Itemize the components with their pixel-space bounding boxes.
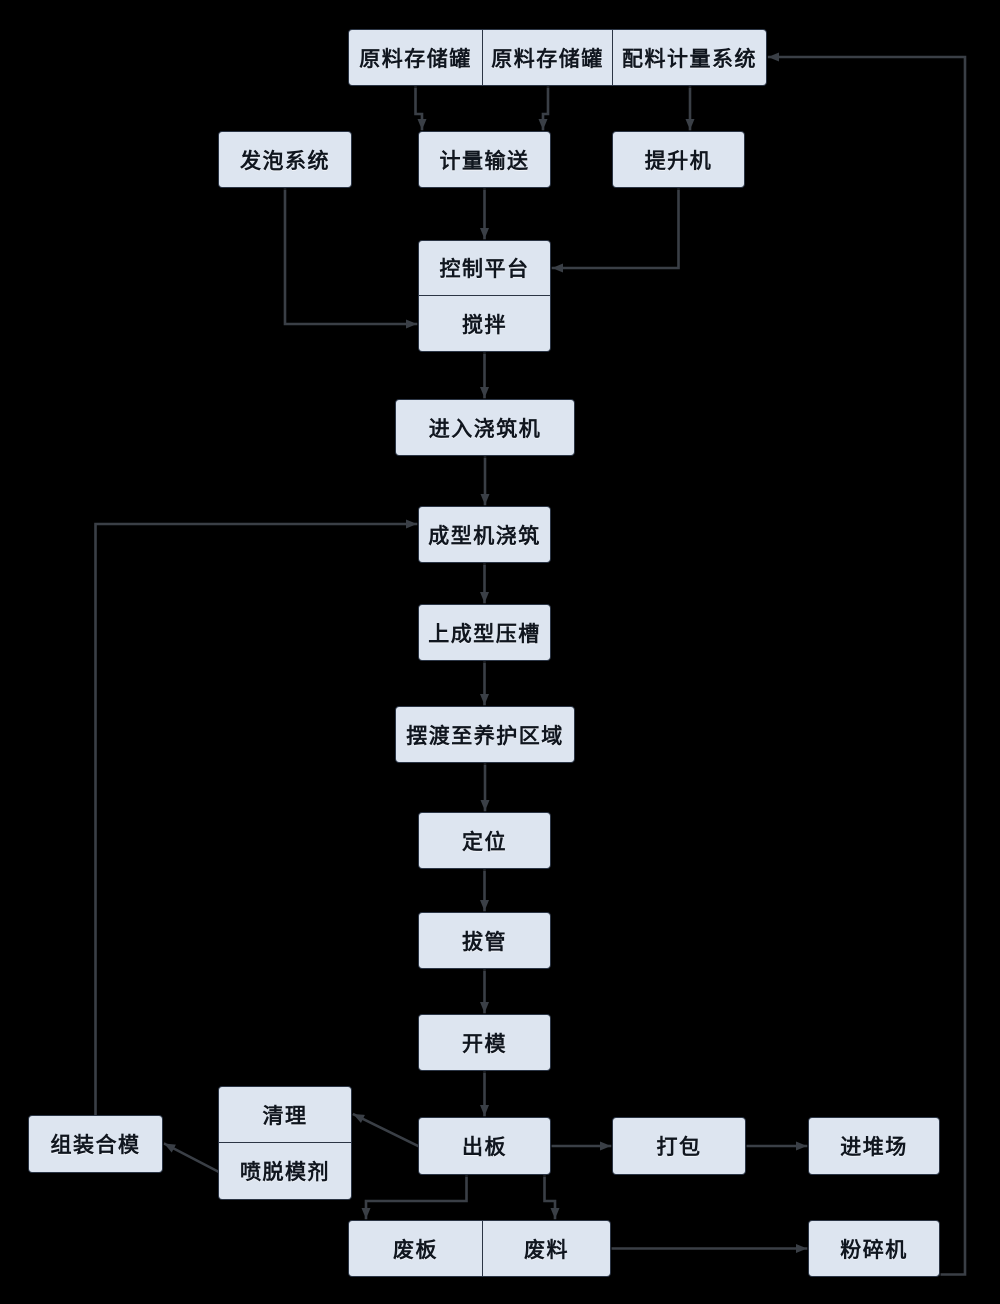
node-label: 配料计量系统 [622, 46, 757, 71]
node-label: 出板 [462, 1135, 507, 1159]
edge-tank1-to-conveying [414, 84, 427, 131]
edge-assembly-to-forming [94, 519, 418, 1117]
node-label: 进堆场 [840, 1135, 908, 1159]
node-label: 清理 [262, 1103, 308, 1128]
edge-output-to-wasteboard [361, 1173, 468, 1220]
node-control[interactable]: 控制平台 [418, 240, 551, 296]
edge-foaming-to-mixing [283, 186, 418, 329]
node-tank1[interactable]: 原料存储罐 [348, 29, 483, 86]
node-conveying[interactable]: 计量输送 [418, 131, 551, 188]
node-label: 提升机 [644, 148, 713, 173]
node-yard[interactable]: 进堆场 [808, 1117, 940, 1175]
node-packing[interactable]: 打包 [612, 1117, 746, 1175]
node-wastemat[interactable]: 废料 [483, 1220, 611, 1277]
node-forming[interactable]: 成型机浇筑 [418, 506, 551, 563]
node-label: 发泡系统 [240, 148, 330, 173]
node-mixing[interactable]: 搅拌 [418, 296, 551, 352]
node-batching[interactable]: 配料计量系统 [613, 29, 767, 86]
node-label: 开模 [462, 1031, 507, 1056]
node-label: 搅拌 [462, 312, 507, 337]
node-ferry[interactable]: 摆渡至养护区域 [395, 706, 575, 763]
node-label: 废板 [393, 1237, 438, 1262]
node-label: 进入浇筑机 [428, 416, 542, 441]
node-wasteboard[interactable]: 废板 [348, 1220, 483, 1277]
node-label: 粉碎机 [840, 1237, 908, 1262]
node-label: 摆渡至养护区域 [406, 723, 564, 748]
node-intocast[interactable]: 进入浇筑机 [395, 399, 575, 456]
node-foaming[interactable]: 发泡系统 [218, 131, 352, 188]
node-label: 控制平台 [439, 257, 530, 281]
node-label: 组装合模 [50, 1133, 141, 1157]
node-tank2[interactable]: 原料存储罐 [483, 29, 613, 86]
node-label: 拔管 [462, 929, 507, 954]
node-label: 打包 [656, 1135, 702, 1159]
edge-output-to-cleaning [352, 1112, 420, 1148]
node-label: 定位 [462, 829, 507, 854]
edge-hoist-to-control [551, 186, 680, 273]
edge-crusher-to-batching [767, 52, 967, 1276]
node-crusher[interactable]: 粉碎机 [808, 1220, 940, 1277]
node-hoist[interactable]: 提升机 [612, 131, 745, 188]
node-label: 计量输送 [439, 148, 530, 173]
node-label: 废料 [524, 1237, 569, 1262]
node-label: 原料存储罐 [359, 46, 472, 71]
node-demould[interactable]: 开模 [418, 1014, 551, 1071]
node-assembly[interactable]: 组装合模 [28, 1115, 163, 1173]
edge-spraying-to-assembly [163, 1142, 220, 1174]
node-label: 上成型压槽 [428, 621, 541, 646]
node-label: 成型机浇筑 [428, 523, 541, 548]
edge-tank2-to-conveying [538, 84, 550, 131]
node-pulling[interactable]: 拔管 [418, 912, 551, 969]
node-spraying[interactable]: 喷脱模剂 [218, 1143, 352, 1200]
node-pressing[interactable]: 上成型压槽 [418, 604, 551, 661]
node-cleaning[interactable]: 清理 [218, 1086, 352, 1143]
edge-output-to-wastemat [543, 1173, 560, 1220]
node-output[interactable]: 出板 [418, 1117, 551, 1175]
node-label: 原料存储罐 [491, 46, 604, 71]
node-label: 喷脱模剂 [240, 1160, 330, 1184]
node-locating[interactable]: 定位 [418, 812, 551, 869]
